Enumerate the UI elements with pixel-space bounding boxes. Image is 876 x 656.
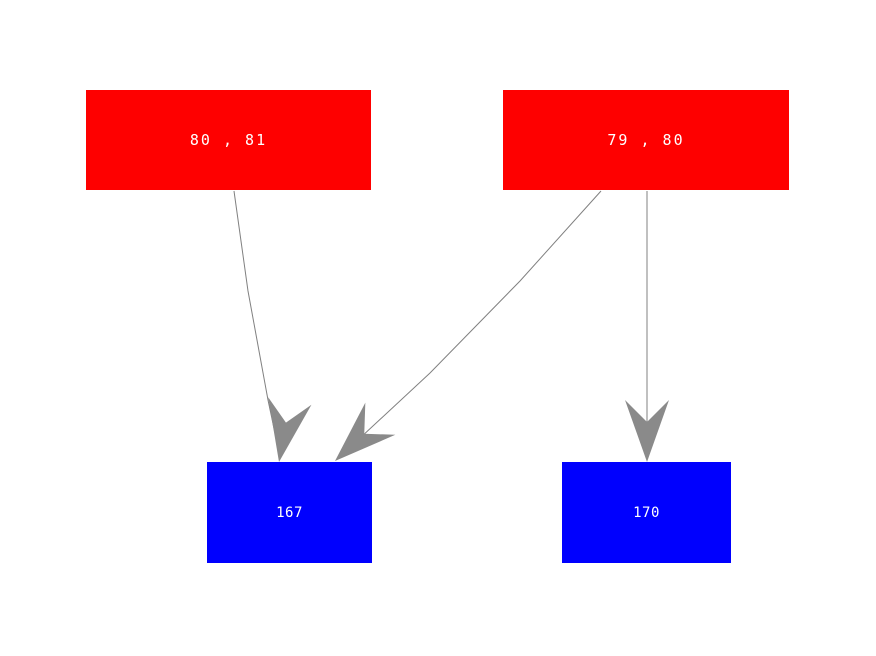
edge-lines bbox=[233, 190, 648, 453]
graph-node-source[interactable]: 80 , 81 bbox=[86, 90, 371, 190]
graph-node-target[interactable]: 170 bbox=[562, 462, 731, 563]
arrowhead-icon bbox=[335, 402, 396, 461]
node-label: 80 , 81 bbox=[189, 130, 268, 149]
arrowhead-layer bbox=[268, 397, 669, 462]
node-label: 79 , 80 bbox=[607, 130, 685, 149]
node-label: 167 bbox=[276, 504, 303, 521]
edge-line-2 bbox=[344, 190, 602, 453]
arrowhead-icon bbox=[625, 400, 669, 462]
graph-node-target[interactable]: 167 bbox=[207, 462, 372, 563]
node-label: 170 bbox=[633, 504, 660, 521]
graph-node-source[interactable]: 79 , 80 bbox=[503, 90, 789, 190]
arrowhead-icon bbox=[268, 397, 312, 462]
